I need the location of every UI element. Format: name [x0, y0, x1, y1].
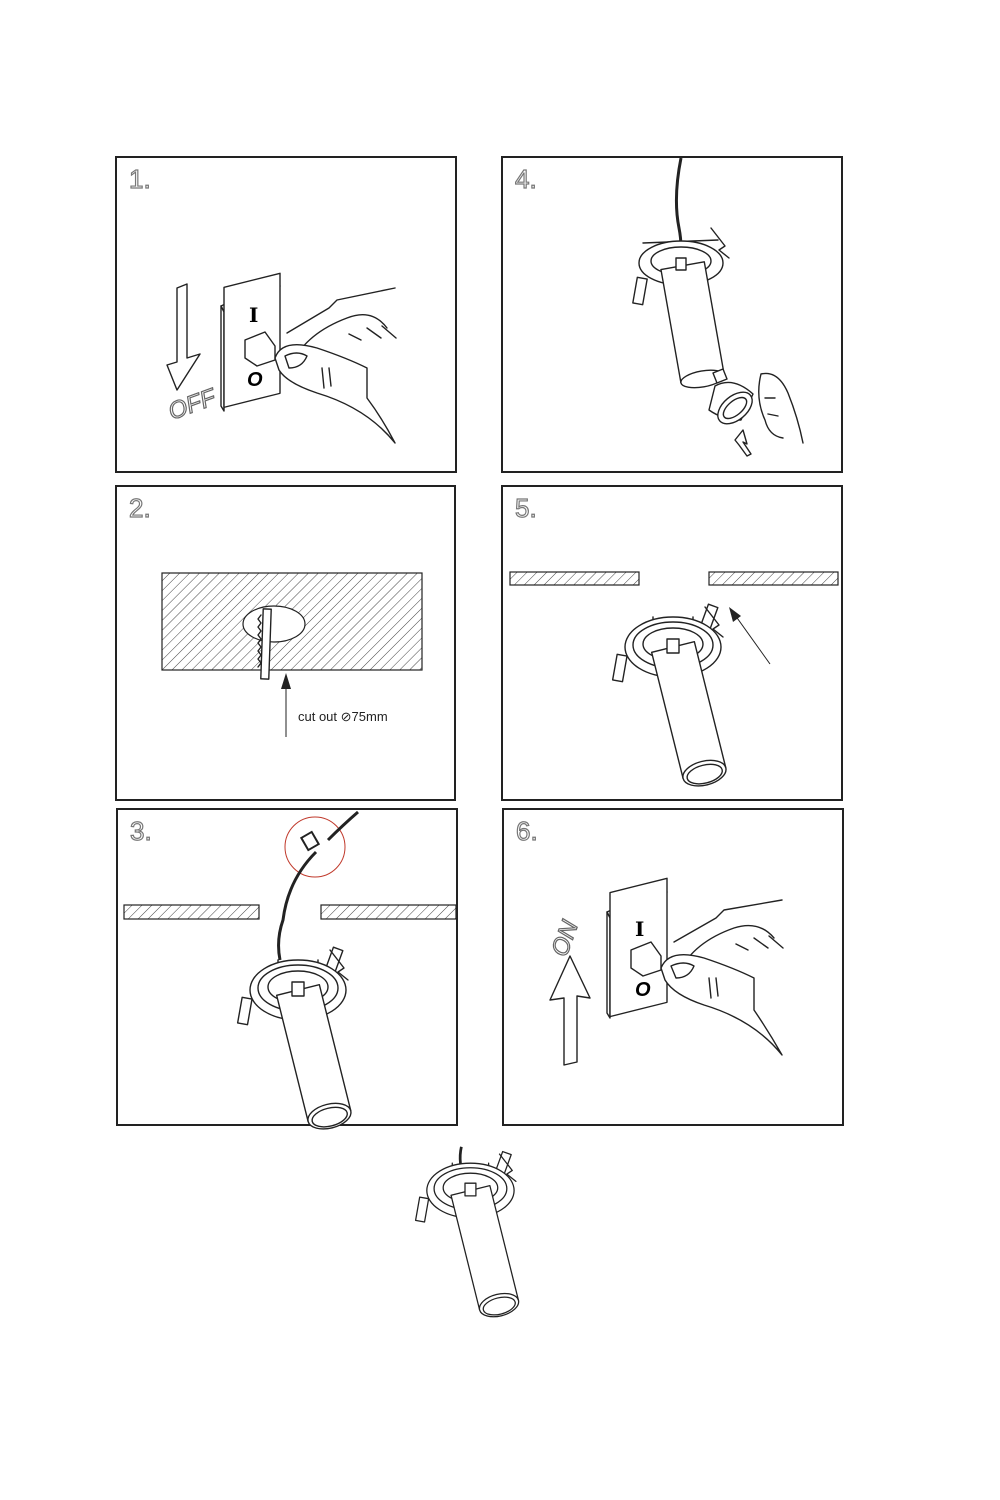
ceiling-left [509, 571, 640, 586]
step-6-illustration: 6. ON I O [515, 815, 784, 1066]
step-2-illustration: 2. cut out ⊘75mm [128, 492, 423, 737]
push-arrow-icon [729, 607, 771, 665]
step-number: 2. [129, 493, 151, 523]
step-1-illustration: 1. OFF I O [128, 163, 397, 444]
fixture-drawing [414, 1150, 522, 1322]
step-number: 1. [129, 164, 151, 194]
hand-icon [758, 372, 804, 444]
switch-on-mark: I [249, 303, 258, 327]
light-switch-icon: I O [220, 272, 281, 412]
step-number: 4. [515, 164, 537, 194]
ceiling-right [320, 904, 457, 920]
step-2-panel: 2. cut out ⊘75mm [115, 485, 456, 801]
lamp-bulb-icon [708, 368, 754, 425]
saw-icon [257, 608, 272, 680]
connector-icon [299, 830, 321, 852]
fixture-drawing [611, 603, 730, 791]
fixture-drawing [236, 946, 355, 1134]
switch-on-mark: I [635, 917, 644, 941]
step-number: 3. [130, 816, 152, 846]
step-4-panel: 4. [501, 156, 843, 473]
up-arrow-icon [549, 955, 591, 1066]
fixture-drawing [632, 227, 730, 389]
on-label: ON [546, 916, 584, 960]
step-3-illustration: 3. [123, 810, 457, 1134]
assembled-fixture-illustration [414, 1146, 522, 1322]
cutout-arrow-icon [281, 673, 291, 737]
off-label: OFF [165, 383, 221, 425]
cutout-hole [242, 605, 306, 643]
light-switch-icon: I O [606, 877, 668, 1019]
step-4-illustration: 4. [514, 157, 804, 457]
step-1-panel: 1. OFF I O [115, 156, 457, 473]
step-6-panel: 6. ON I O [502, 808, 844, 1126]
ceiling-right [708, 571, 839, 586]
step-3-panel: 3. [116, 808, 458, 1134]
connector-detail-circle [284, 816, 346, 878]
hand-icon [660, 899, 784, 1056]
switch-off-mark: O [635, 979, 651, 1001]
step-number: 6. [516, 816, 538, 846]
cutout-size-label: cut out ⊘75mm [298, 709, 388, 724]
step-5-illustration: 5. [509, 492, 839, 791]
assembled-fixture [400, 1145, 550, 1345]
down-arrow-icon [166, 283, 201, 391]
cable [277, 810, 359, 961]
step-number: 5. [515, 493, 537, 523]
up-arrow-icon [734, 429, 752, 457]
step-5-panel: 5. [501, 485, 843, 801]
switch-off-mark: O [247, 369, 263, 391]
ceiling-left [123, 904, 260, 920]
hand-icon [274, 287, 397, 444]
